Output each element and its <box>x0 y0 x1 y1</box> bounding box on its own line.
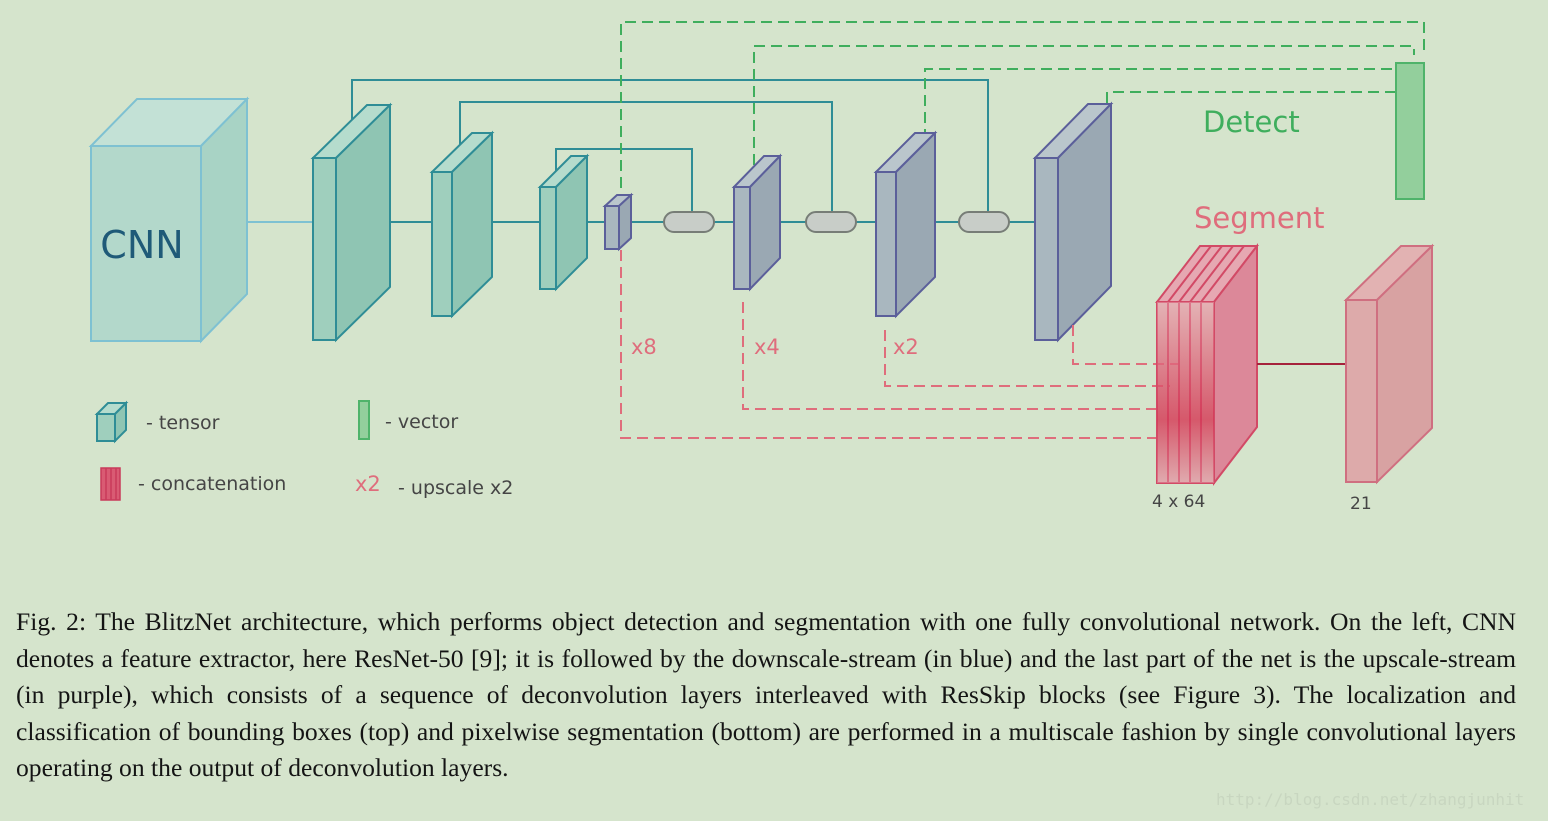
downscale-tensors <box>310 102 590 343</box>
skip-connection-3 <box>555 148 693 213</box>
skip-connection-1 <box>351 79 989 213</box>
legend-upscale-symbol: x2 <box>355 472 381 496</box>
segment-line-2 <box>742 302 1160 410</box>
detect-line-1 <box>620 21 1425 205</box>
legend-upscale-label: - upscale x2 <box>398 477 513 499</box>
segment-line-1 <box>620 250 1160 439</box>
upscale-tensors <box>602 101 1114 343</box>
bottleneck-tensor <box>602 192 634 252</box>
resskip-block-2 <box>805 211 857 233</box>
upscale-label-x4: x4 <box>754 335 780 359</box>
upscale-labels: x8 x4 x2 <box>631 335 919 359</box>
watermark: http://blog.csdn.net/zhangjunhit <box>1216 790 1525 809</box>
skip-connection-2 <box>459 101 833 213</box>
figure-caption: Fig. 2: The BlitzNet architecture, which… <box>16 607 1516 782</box>
deconv-tensor-1 <box>731 153 783 292</box>
segment-line-4 <box>1072 325 1180 365</box>
detect-line-4 <box>1106 91 1396 103</box>
cnn-label: CNN <box>100 223 183 267</box>
detect-line-3 <box>924 68 1396 140</box>
tensor-down-3 <box>537 153 590 292</box>
blitznet-diagram: CNN <box>88 21 1435 514</box>
resskip-blocks <box>663 211 1010 233</box>
cnn-block: CNN <box>88 96 250 344</box>
skip-connections <box>351 79 989 213</box>
segment-label: Segment <box>1194 201 1325 235</box>
detect-label: Detect <box>1203 105 1300 139</box>
legend-concat-label: - concatenation <box>138 473 286 495</box>
legend-vector-label: - vector <box>385 411 458 433</box>
legend-tensor-icon <box>94 400 129 444</box>
detect-connections <box>620 21 1425 205</box>
deconv-tensor-2 <box>873 130 938 319</box>
legend-concat-icon <box>100 467 121 501</box>
legend-tensor-label: - tensor <box>146 412 220 434</box>
concat-size-label: 4 x 64 <box>1152 492 1205 512</box>
output-size-label: 21 <box>1350 494 1372 514</box>
resskip-block-3 <box>958 211 1010 233</box>
segment-connections <box>620 250 1180 439</box>
resskip-block-1 <box>663 211 715 233</box>
segment-line-3 <box>884 330 1170 387</box>
legend-vector-icon <box>358 400 370 440</box>
tensor-down-1 <box>310 102 393 343</box>
detect-vector <box>1395 62 1425 200</box>
concat-stack <box>1154 243 1260 486</box>
detect-line-2 <box>753 45 1415 165</box>
legend: - tensor - vector - concatenation x2 - u… <box>94 400 513 501</box>
upscale-label-x2: x2 <box>893 335 919 359</box>
deconv-tensor-3 <box>1032 101 1114 343</box>
segment-output-tensor <box>1343 243 1435 485</box>
tensor-down-2 <box>429 130 495 319</box>
upscale-label-x8: x8 <box>631 335 657 359</box>
